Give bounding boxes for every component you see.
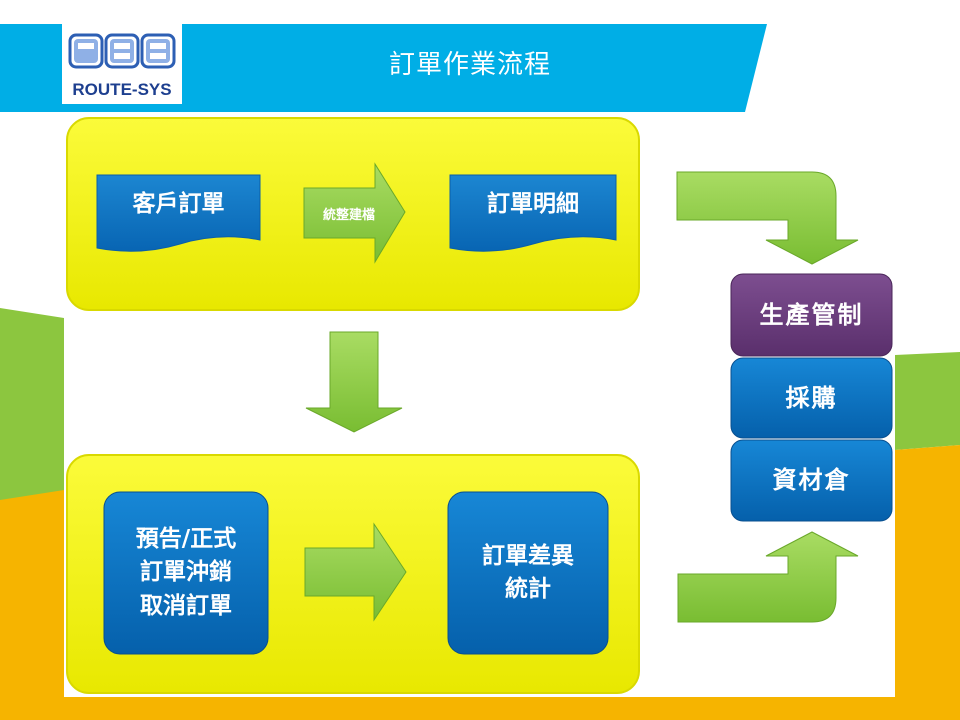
- order-diff-box: 訂單差異 統計: [448, 492, 608, 654]
- arrow-bottom-right: [304, 522, 407, 622]
- doc-shape-order-detail: [449, 174, 617, 252]
- logo: ROUTE-SYS: [62, 24, 182, 104]
- purchasing-box: 採購: [785, 383, 838, 412]
- arrow-bent-bottom: [677, 531, 859, 623]
- order-detail-label: 訂單明細: [487, 191, 579, 218]
- box-production-shape: [730, 273, 893, 357]
- logo-mark-icon: [68, 33, 176, 69]
- bg-orange-right: [895, 445, 960, 720]
- bg-green-right: [895, 352, 960, 450]
- order-diff-line-1: 訂單差異: [482, 542, 574, 569]
- arrow-down-middle: [305, 331, 403, 433]
- box-diff-shape: [447, 491, 609, 655]
- customer-order-label: 客戶訂單: [132, 191, 225, 218]
- box-forecast-shape: [103, 491, 269, 655]
- production-control-box: 生產管制: [759, 300, 864, 329]
- box-purchase-shape: [730, 357, 893, 439]
- doc-shape-customer-order: [96, 174, 261, 252]
- bg-orange-left: [0, 490, 64, 720]
- forecast-box-line-3: 取消訂單: [140, 592, 232, 619]
- forecast-box-line-2: 訂單沖銷: [140, 559, 232, 586]
- header-bar: [0, 24, 767, 112]
- order-diff-line-2: 統計: [505, 576, 551, 602]
- arrow-top-right: [303, 162, 406, 264]
- bg-green-left: [0, 308, 64, 500]
- forecast-box: 預告/正式 訂單沖銷 取消訂單: [104, 492, 268, 654]
- consolidate-arrow-label: 統整建檔: [322, 208, 375, 223]
- materials-warehouse-box: 資材倉: [772, 466, 851, 495]
- page-title: 訂單作業流程: [388, 50, 551, 80]
- arrow-bent-top: [676, 171, 859, 265]
- bg-orange-bottom: [0, 697, 960, 720]
- box-warehouse-shape: [730, 439, 893, 522]
- forecast-box-line-1: 預告/正式: [135, 525, 237, 552]
- logo-text: ROUTE-SYS: [72, 80, 172, 99]
